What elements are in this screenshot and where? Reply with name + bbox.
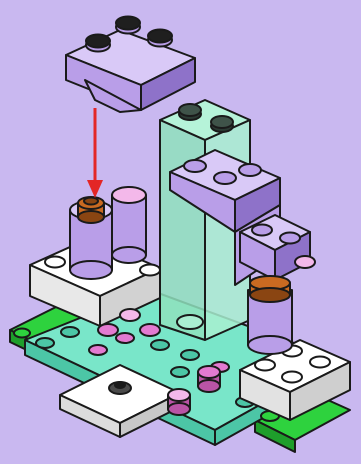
orange-round-plate: [78, 197, 104, 223]
pink-studs-right: [295, 256, 315, 268]
lavender-round-pillar-right: [248, 276, 292, 354]
